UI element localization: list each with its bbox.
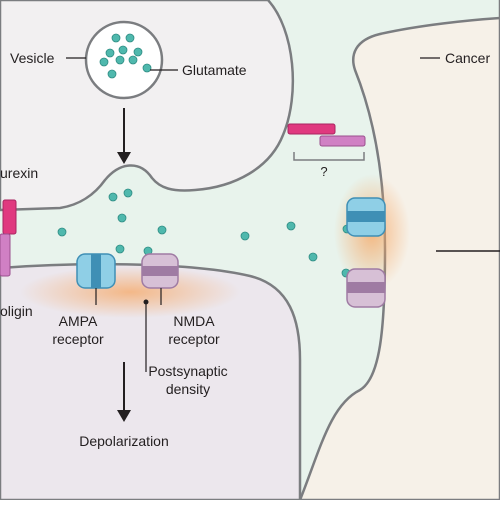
cancer-nmda-receptor — [346, 268, 386, 308]
glutamate-dot — [117, 213, 127, 223]
depolarization-label: Depolarization — [79, 433, 169, 449]
release-arrowhead — [117, 152, 131, 164]
depolarization-arrowhead — [117, 410, 131, 422]
psd-label-line2: density — [166, 381, 210, 397]
glutamate-dot — [105, 48, 115, 58]
glutamate-dot — [99, 57, 109, 67]
neuroligin-label: oligin — [0, 303, 33, 319]
postsynaptic-cell — [0, 262, 302, 502]
glutamate-dot — [57, 227, 67, 237]
cancer-ampa-receptor — [346, 197, 386, 237]
presynaptic-terminal — [0, 0, 295, 212]
glutamate-dot — [133, 47, 143, 57]
glutamate-dot — [125, 33, 135, 43]
nmda-label-line2: receptor — [168, 331, 220, 347]
cleft-glutamate-dots — [57, 188, 352, 278]
nmda-label-line1: NMDA — [173, 313, 215, 329]
ampa-receptor — [76, 253, 116, 289]
glutamate-dot — [115, 244, 125, 254]
nmda-receptor — [141, 253, 179, 289]
glutamate-dot — [108, 192, 118, 202]
glutamate-dot — [286, 221, 296, 231]
question-bracket — [293, 152, 365, 161]
glutamate-dot — [111, 33, 121, 43]
glutamate-dot — [142, 63, 152, 73]
neuroligin-like-bar — [319, 135, 366, 147]
glutamate-dot — [128, 55, 138, 65]
neurexin-label: urexin — [0, 165, 38, 181]
cancer-label: Cancer — [445, 50, 490, 66]
glutamate-dot — [118, 45, 128, 55]
postsynaptic-glow — [20, 266, 240, 318]
neurexin-like-bar — [287, 123, 336, 135]
question-label: ? — [320, 164, 327, 179]
neurexin — [2, 199, 17, 235]
ampa-label-line1: AMPA — [59, 313, 98, 329]
ampa-label-line2: receptor — [52, 331, 104, 347]
glutamate-dot — [157, 225, 167, 235]
glutamate-dot — [115, 55, 125, 65]
vesicle-label: Vesicle — [10, 50, 55, 66]
glutamate-dot — [123, 188, 133, 198]
psd-label-line1: Postsynaptic — [148, 363, 227, 379]
glutamate-dot — [240, 231, 250, 241]
glutamate-dot — [308, 252, 318, 262]
glutamate-label: Glutamate — [182, 62, 247, 78]
vesicle-glutamate-dots — [99, 33, 152, 79]
glutamate-dot — [107, 69, 117, 79]
neuroligin — [0, 233, 11, 277]
